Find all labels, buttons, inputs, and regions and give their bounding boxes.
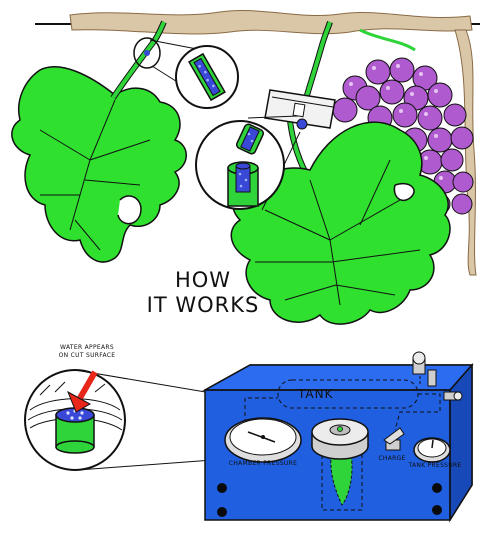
tank-pressure-gauge xyxy=(414,438,450,462)
chamber-lid xyxy=(312,419,368,459)
left-stem-dot xyxy=(144,50,150,56)
chamber-pressure-gauge xyxy=(225,418,301,462)
title-line-2: IT WORKS xyxy=(138,293,268,317)
charge-label: CHARGE xyxy=(372,455,412,462)
vine-cane xyxy=(70,10,472,33)
cut-stem-lower xyxy=(228,162,258,206)
water-cut-stem xyxy=(56,408,94,453)
water-label-line2: ON CUT SURFACE xyxy=(42,352,132,359)
tank-label: TANK xyxy=(298,387,333,401)
chamber-pressure-label: CHAMBER PRESSURE xyxy=(218,460,308,467)
water-label-line1: WATER APPEARS xyxy=(42,344,132,351)
title-line-1: HOW xyxy=(138,268,268,292)
left-leaf xyxy=(12,67,186,262)
cut-stem-dot xyxy=(297,119,307,129)
tank-pressure-label: TANK PRESSURE xyxy=(402,462,468,469)
